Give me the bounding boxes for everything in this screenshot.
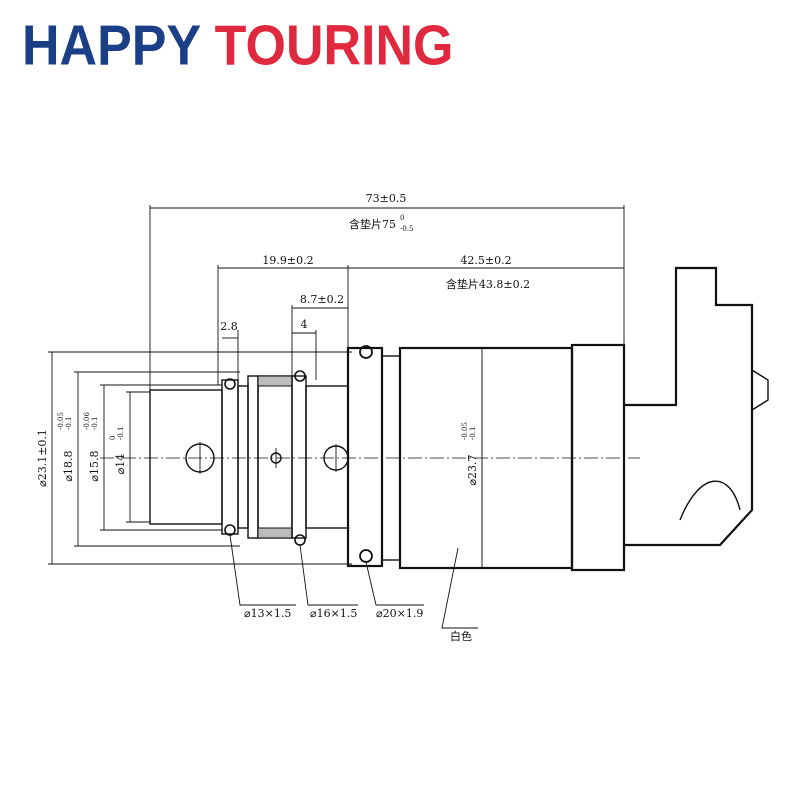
dim-diameter-body: ⌀23.7 <box>466 454 479 485</box>
oring-3-top <box>359 345 373 359</box>
dim-diameter-18-tol-upper: -0.05 <box>57 412 65 430</box>
dim-overall-tol-lower: -0.5 <box>400 225 414 233</box>
filter-mesh-top <box>257 375 293 387</box>
flange-3 <box>247 375 259 539</box>
flange-2 <box>237 385 249 529</box>
oring-3-bottom <box>359 549 373 563</box>
dim-diameter-body-tol-upper: -0.05 <box>461 422 469 440</box>
oring-2-top <box>294 370 306 382</box>
dim-overall-length: 73±0.5 <box>366 192 407 205</box>
oring-1-top <box>224 378 236 390</box>
dim-diameter-body-tol-lower: -0.1 <box>469 427 477 441</box>
dim-left-length: 19.9±0.2 <box>262 254 313 267</box>
dim-diameter-14-tol-lower: -0.1 <box>117 427 125 441</box>
dim-diameter-14: ⌀14 <box>114 454 127 475</box>
dim-left-step: 2.8 <box>220 320 238 333</box>
dim-diameter-15-tol-lower: -0.1 <box>91 417 99 431</box>
dim-overall-with-gasket: 含垫片75 <box>349 217 396 231</box>
valve-body <box>100 266 769 572</box>
dim-diameter-18: ⌀18.8 <box>62 450 75 481</box>
dim-groove-span: 8.7±0.2 <box>300 293 344 306</box>
dim-diameter-18-tol-lower: -0.1 <box>65 417 73 431</box>
dim-overall-tol-upper: 0 <box>400 214 404 222</box>
filter-mesh-bottom <box>257 527 293 539</box>
dim-diameter-outer: ⌀23.1±0.1 <box>36 429 49 487</box>
brand-word-happy: HAPPY <box>22 14 201 78</box>
solenoid-housing <box>570 343 626 572</box>
dim-right-length: 42.5±0.2 <box>460 254 511 267</box>
dim-groove-width: 4 <box>301 318 308 331</box>
flange-4 <box>291 375 307 539</box>
connector-housing <box>624 266 754 547</box>
label-oring-20: ⌀20×1.9 <box>376 607 423 620</box>
oring-2-bottom <box>294 534 306 546</box>
dim-diameter-15-tol-upper: -0.06 <box>83 412 91 430</box>
label-oring-13: ⌀13×1.5 <box>244 607 291 620</box>
mid-body <box>305 385 349 529</box>
dim-right-with-gasket: 含垫片43.8±0.2 <box>446 277 530 291</box>
label-oring-16: ⌀16×1.5 <box>310 607 357 620</box>
flange-1 <box>221 379 239 535</box>
dimension-lines <box>48 205 625 629</box>
dim-diameter-15: ⌀15.8 <box>88 450 101 481</box>
dim-diameter-14-tol-upper: 0 <box>109 436 117 440</box>
collar <box>346 346 384 568</box>
label-color-note: 白色 <box>450 629 472 643</box>
brand-word-touring: TOURING <box>214 14 454 78</box>
brand-logo: HAPPY TOURING <box>22 18 454 74</box>
